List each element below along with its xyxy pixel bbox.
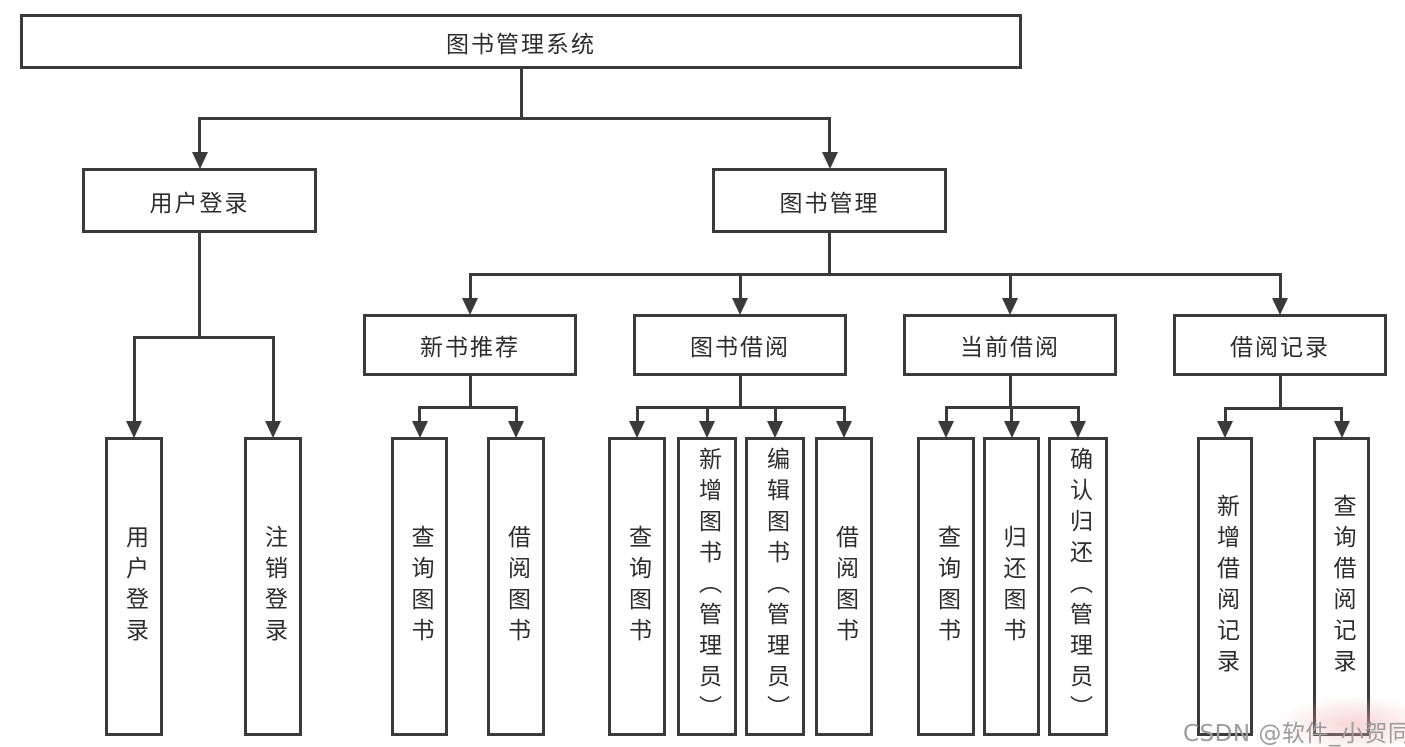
diagram-node-cur-return: 归还图书 <box>983 437 1040 736</box>
connector-drop <box>271 336 275 423</box>
node-label: 编辑图书（管理员） <box>762 447 789 726</box>
connector-stem <box>738 376 742 409</box>
arrow-down-icon <box>629 421 645 438</box>
diagram-node-borrow: 图书借阅 <box>633 314 847 376</box>
connector-stem <box>468 376 472 409</box>
arrow-down-icon <box>191 152 208 169</box>
connector-stem <box>1008 376 1012 409</box>
arrow-down-icon <box>265 421 281 438</box>
connector-drop <box>132 336 136 423</box>
connector-branch <box>468 273 1282 276</box>
connector-drop <box>773 406 777 423</box>
node-label: 用户登录 <box>121 524 148 649</box>
diagram-node-nb-query: 查询图书 <box>391 437 448 736</box>
arrow-down-icon <box>411 421 428 438</box>
arrow-down-icon <box>1002 298 1018 315</box>
connector-drop <box>418 406 421 423</box>
arrow-down-icon <box>821 152 838 169</box>
diagram-node-logout: 注销登录 <box>244 437 302 736</box>
diagram-node-nb-borrow: 借阅图书 <box>487 437 545 736</box>
csdn-watermark: CSDN @软件_小贺同学 <box>1183 721 1405 747</box>
connector-stem <box>198 233 201 339</box>
arrow-down-icon <box>508 421 524 438</box>
diagram-node-bw-borrow: 借阅图书 <box>815 437 873 736</box>
node-label: 归还图书 <box>999 524 1025 649</box>
diagram-node-bookmgr: 图书管理 <box>712 168 947 233</box>
node-label: 当前借阅 <box>960 335 1060 361</box>
arrow-down-icon <box>938 421 954 438</box>
connector-branch <box>1223 407 1343 410</box>
node-label: 图书管理系统 <box>446 31 596 58</box>
connector-drop <box>738 273 742 300</box>
arrow-down-icon <box>767 421 783 438</box>
arrow-down-icon <box>1070 421 1086 438</box>
connector-drop <box>1223 407 1227 423</box>
connector-drop <box>842 406 846 423</box>
diagram-node-current: 当前借阅 <box>903 314 1117 376</box>
diagram-node-cur-query: 查询图书 <box>917 437 975 736</box>
diagram-node-user-login: 用户登录 <box>105 437 163 736</box>
diagram-node-bw-edit: 编辑图书（管理员） <box>745 437 805 736</box>
diagram-node-root: 图书管理系统 <box>20 14 1022 69</box>
node-label: 注销登录 <box>260 524 287 649</box>
connector-branch <box>132 336 275 339</box>
node-label: 查询图书 <box>624 524 651 649</box>
connector-drop <box>1278 273 1282 300</box>
arrow-down-icon <box>462 298 478 315</box>
arrow-down-icon <box>836 421 852 438</box>
node-label: 用户登录 <box>149 190 250 217</box>
node-label: 查询图书 <box>933 524 960 649</box>
connector-drop <box>1008 273 1012 300</box>
diagram-node-login: 用户登录 <box>82 168 317 233</box>
diagram-node-rec-add: 新增借阅记录 <box>1197 437 1253 736</box>
connector-drop <box>1340 407 1343 423</box>
arrow-down-icon <box>1333 421 1350 438</box>
arrow-down-icon <box>699 421 715 438</box>
arrow-down-icon <box>1003 421 1020 438</box>
node-label: 新书推荐 <box>420 335 520 361</box>
node-label: 图书管理 <box>779 190 880 217</box>
node-label: 确认归还（管理员） <box>1065 447 1092 726</box>
connector-branch <box>198 117 831 120</box>
arrow-down-icon <box>732 298 748 315</box>
arrow-down-icon <box>1217 421 1233 438</box>
connector-drop <box>828 117 831 154</box>
arrow-down-icon <box>126 421 142 438</box>
connector-branch <box>418 406 518 409</box>
connector-drop <box>1010 406 1013 423</box>
diagram-node-records: 借阅记录 <box>1173 314 1387 376</box>
connector-drop <box>514 406 518 423</box>
node-label: 查询借阅记录 <box>1329 493 1355 680</box>
connector-drop <box>944 406 948 423</box>
node-label: 借阅记录 <box>1230 335 1330 361</box>
diagram-node-newbook: 新书推荐 <box>363 314 577 376</box>
connector-branch <box>635 406 846 409</box>
connector-stem <box>1278 376 1282 410</box>
connector-drop <box>635 406 639 423</box>
diagram-node-bw-add: 新增图书（管理员） <box>677 437 737 736</box>
node-label: 借阅图书 <box>503 524 530 649</box>
connector-drop <box>1076 406 1080 423</box>
connector-drop <box>198 117 201 154</box>
diagram-node-cur-confirm: 确认归还（管理员） <box>1048 437 1108 736</box>
node-label: 新增借阅记录 <box>1212 493 1239 680</box>
node-label: 借阅图书 <box>831 524 858 649</box>
node-label: 图书借阅 <box>690 335 790 361</box>
arrow-down-icon <box>1272 298 1288 315</box>
node-label: 查询图书 <box>407 524 433 649</box>
connector-stem <box>519 69 523 120</box>
diagram-node-rec-query: 查询借阅记录 <box>1313 437 1370 736</box>
connector-drop <box>468 273 472 300</box>
connector-drop <box>705 406 709 423</box>
node-label: 新增图书（管理员） <box>694 447 721 726</box>
connector-stem <box>828 233 831 276</box>
diagram-node-bw-query: 查询图书 <box>608 437 666 736</box>
